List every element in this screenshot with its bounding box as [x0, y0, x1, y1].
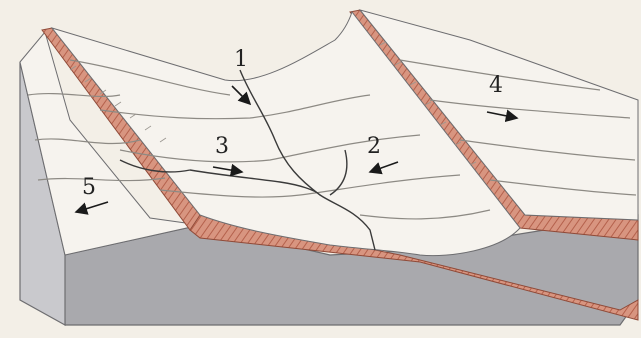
svg-text:4: 4: [489, 73, 503, 98]
svg-text:5: 5: [82, 175, 96, 200]
svg-text:3: 3: [215, 134, 229, 159]
svg-text:1: 1: [234, 47, 248, 72]
svg-text:2: 2: [367, 134, 381, 159]
